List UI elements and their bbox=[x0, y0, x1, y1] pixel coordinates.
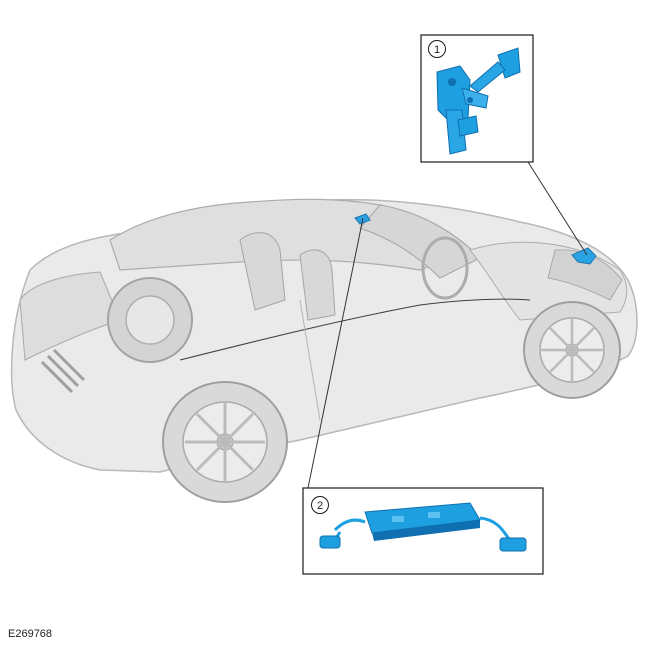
callout-1-number: 1 bbox=[434, 44, 440, 56]
pedal-assembly-module-icon bbox=[436, 47, 521, 155]
vehicle-ghost-illustration bbox=[10, 198, 638, 503]
wiring-harness-module-icon bbox=[319, 502, 527, 552]
callout-1: 1 bbox=[420, 34, 534, 163]
callout-2: 2 bbox=[302, 487, 544, 575]
location-marker-1 bbox=[571, 247, 597, 265]
callout-2-number: 2 bbox=[317, 500, 323, 512]
leader-line-1 bbox=[527, 161, 588, 256]
front-wheel bbox=[523, 301, 621, 399]
figure-reference-code: E269768 bbox=[8, 628, 53, 640]
rear-wheel bbox=[162, 381, 288, 503]
leader-line-2 bbox=[307, 217, 364, 489]
